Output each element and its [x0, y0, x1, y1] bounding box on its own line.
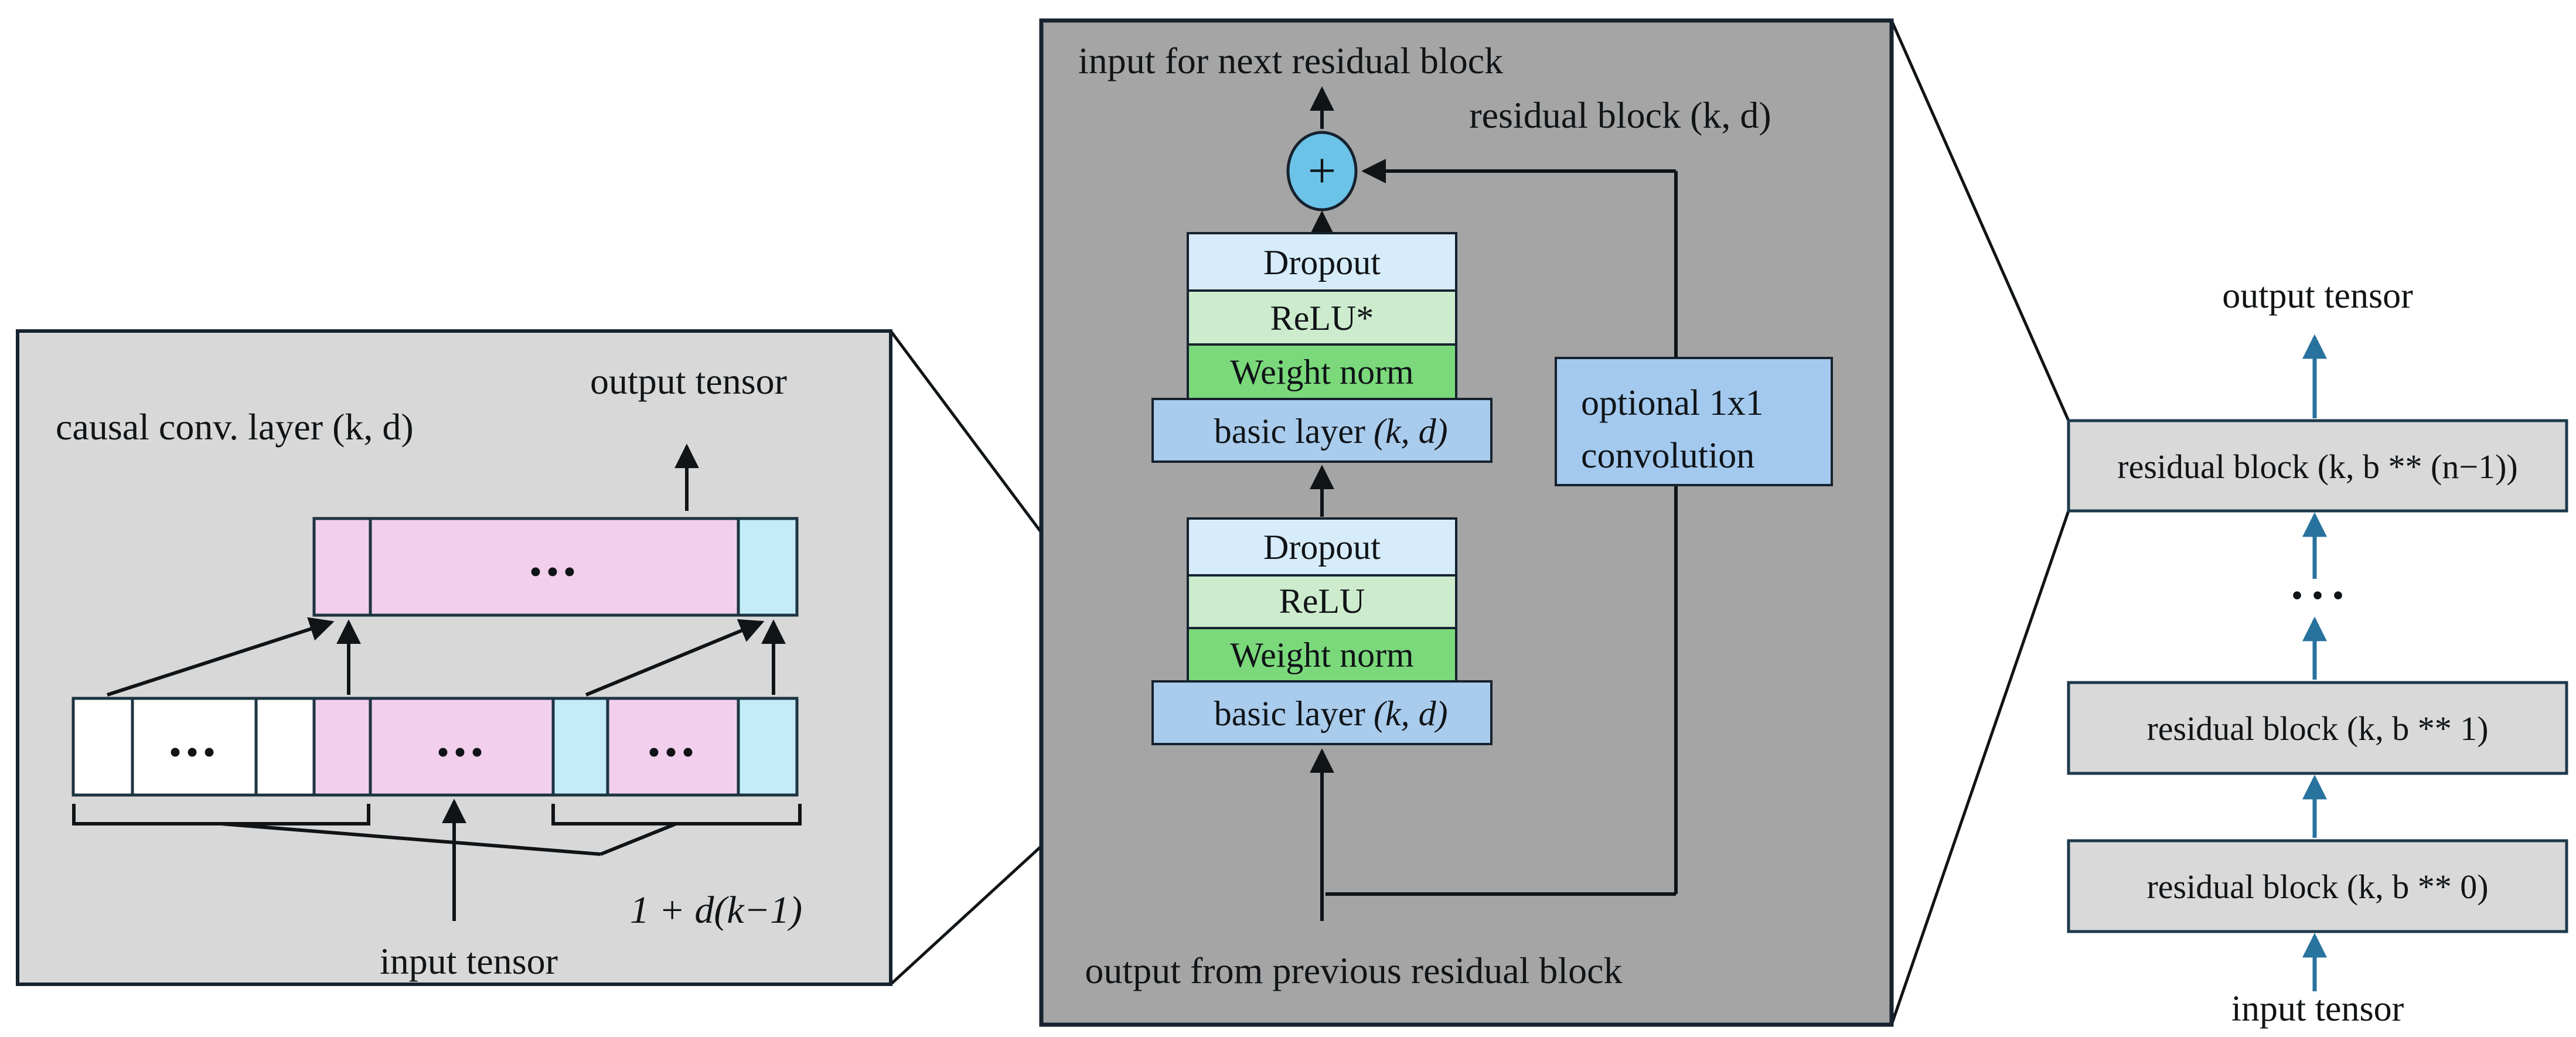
residual-block-0-label: residual block (k, b ** 0) — [2146, 868, 2488, 906]
input-bar-padding-segment — [254, 697, 316, 797]
plus-sign: + — [1308, 142, 1337, 199]
next-block-label: input for next residual block — [1078, 40, 1503, 81]
upper-layer-stack: Dropout ReLU* Weight norm basic layer (k… — [1151, 232, 1493, 463]
input-bar-cyan-segment — [551, 697, 609, 797]
output-bar-ellipsis: ... — [529, 527, 580, 587]
dropout-label: Dropout — [1263, 528, 1381, 567]
optional-conv-box — [1555, 357, 1833, 486]
residual-block-1 — [2067, 681, 2568, 775]
input-bar-pink-ellipsis-segment — [606, 697, 740, 797]
relu-box — [1187, 574, 1457, 629]
residual-block-panel-background — [1039, 18, 1894, 1027]
residual-block-0 — [2067, 839, 2568, 933]
output-bar-pink-segment — [312, 517, 372, 617]
input-bar-padding-segment — [71, 697, 134, 797]
conv-arrow-diagonal-left — [107, 617, 335, 697]
relu-label: ReLU — [1279, 582, 1365, 620]
basic-layer-box — [1151, 398, 1493, 463]
weight-norm-label: Weight norm — [1230, 353, 1413, 391]
input-bar-pink-segment — [312, 697, 372, 797]
input-bar-ellipsis: ... — [437, 708, 488, 767]
lower-layer-stack: Dropout ReLU Weight norm basic layer (k,… — [1151, 517, 1493, 745]
output-tensor-bar: ... — [312, 517, 799, 617]
residual-block-label: residual block (k, d) — [1469, 94, 1771, 136]
previous-block-label: output from previous residual block — [1085, 950, 1622, 991]
optional-conv-label-line2: convolution — [1581, 436, 1754, 476]
bracket-pointer-left — [220, 822, 601, 856]
input-bar-padding-ellipsis-segment — [131, 697, 258, 797]
dropout-box — [1187, 232, 1457, 292]
causal-conv-title: causal conv. layer (k, d) — [56, 406, 414, 448]
right-input-tensor-label: input tensor — [2231, 989, 2404, 1029]
basic-layer-label: basic layer — [1214, 412, 1365, 451]
sum-node — [1286, 131, 1358, 212]
causal-conv-panel: causal conv. layer (k, d) output tensor … — [16, 329, 892, 986]
input-tensor-bar: ... ... ... — [71, 697, 799, 797]
weight-norm-label: Weight norm — [1230, 636, 1413, 674]
conv-arrow-diagonal-right — [585, 619, 765, 697]
residual-stack: output tensor residual block (k, b ** (n… — [2067, 276, 2568, 1029]
basic-layer-label: basic layer — [1214, 694, 1365, 733]
residual-block-n-1 — [2067, 419, 2568, 513]
residual-block-n-1-label: residual block (k, b ** (n−1)) — [2117, 448, 2517, 486]
receptive-field-bracket-right — [551, 804, 802, 825]
basic-layer-box — [1151, 680, 1493, 745]
dropout-label: Dropout — [1263, 243, 1381, 282]
left-input-tensor-label: input tensor — [380, 940, 558, 982]
receptive-field-formula: 1 + d(k−1) — [630, 889, 802, 932]
weight-norm-box — [1187, 627, 1457, 683]
input-bar-pink-ellipsis-segment — [369, 697, 555, 797]
optional-conv-label-line1: optional 1x1 — [1581, 383, 1764, 423]
output-bar-pink-ellipsis-segment — [369, 517, 740, 617]
input-bar-ellipsis: ... — [648, 708, 698, 767]
stack-ellipsis: ... — [2291, 555, 2353, 610]
input-bar-cyan-segment — [737, 697, 799, 797]
left-output-tensor-label: output tensor — [590, 360, 787, 402]
zoom-connector-right-bottom — [1890, 510, 2070, 1025]
basic-layer-params: (k, d) — [1374, 412, 1448, 451]
right-output-tensor-label: output tensor — [2222, 276, 2413, 316]
bracket-pointer-right — [599, 822, 677, 856]
zoom-connector-right-top — [1890, 19, 2070, 422]
basic-layer-params: (k, d) — [1374, 694, 1448, 733]
residual-block-1-label: residual block (k, b ** 1) — [2146, 709, 2488, 748]
residual-block-panel: input for next residual block optional 1… — [1039, 18, 1894, 1027]
output-bar-cyan-segment — [737, 517, 799, 617]
relu-label: ReLU* — [1270, 299, 1374, 337]
input-bar-ellipsis: ... — [169, 708, 220, 767]
dropout-box — [1187, 517, 1457, 577]
